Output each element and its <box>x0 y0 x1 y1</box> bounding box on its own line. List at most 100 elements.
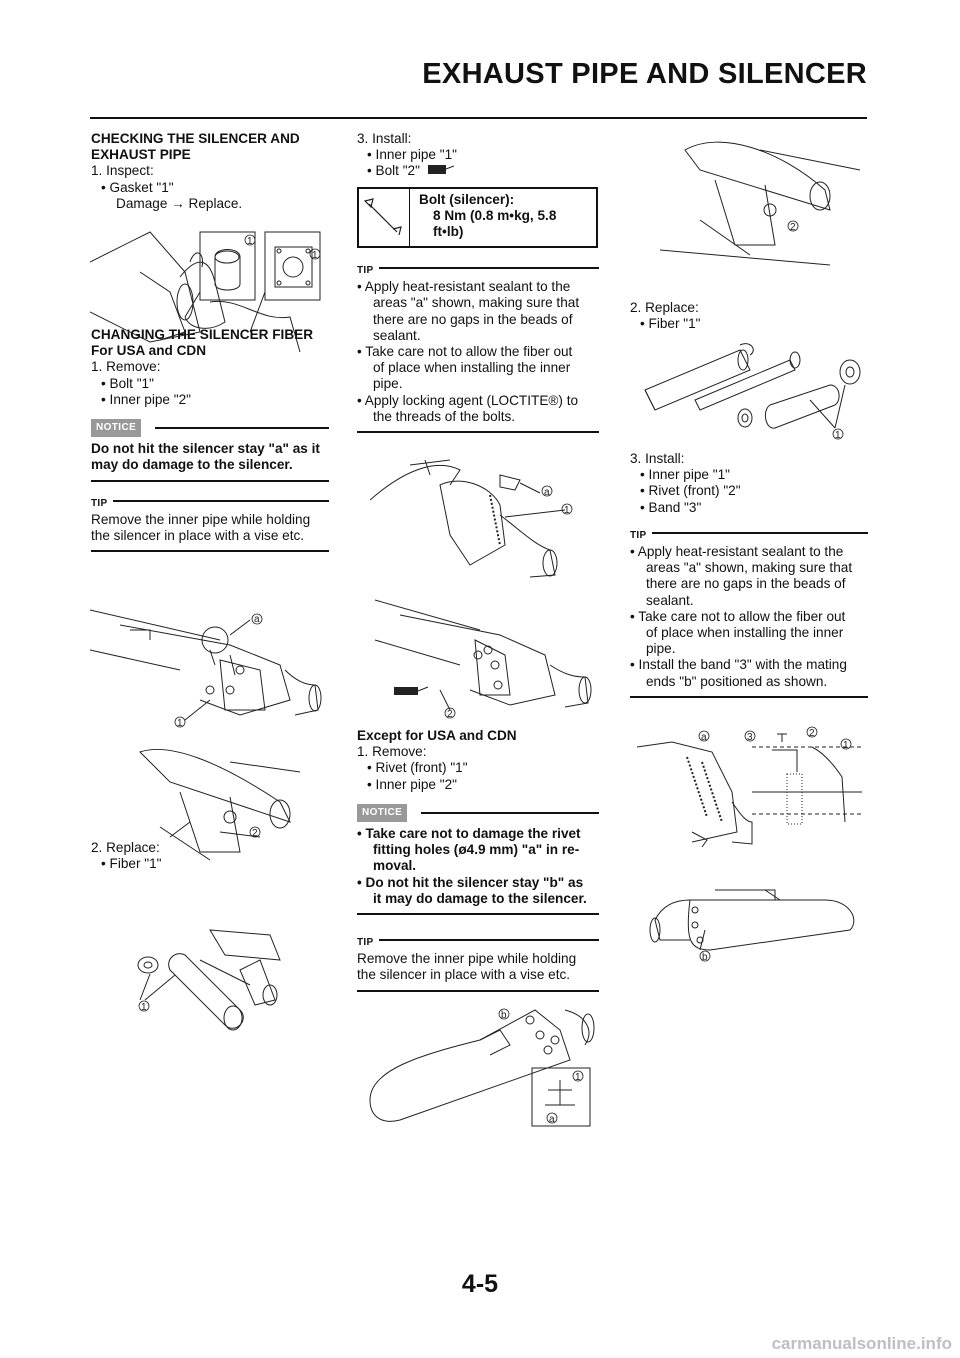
spec-label: Bolt (silencer): <box>419 192 515 207</box>
notice-text: Do not hit the silencer stay "a" as it <box>91 441 320 457</box>
callout-1: 1 <box>177 718 183 729</box>
callout-1: 1 <box>564 505 570 516</box>
tip-block: TIP <box>357 933 599 951</box>
notice-block: NOTICE <box>357 803 599 823</box>
notice-block: NOTICE <box>91 418 329 438</box>
header-rule <box>90 117 867 119</box>
notice-text: • Do not hit the silencer stay "b" as <box>357 874 584 890</box>
tip-text: Remove the inner pipe while holding <box>357 951 577 967</box>
tip-text: • Apply heat-resistant sealant to the <box>630 544 844 560</box>
section-heading-cont: EXHAUST PIPE <box>91 147 191 163</box>
tip-rule <box>379 267 599 269</box>
silencer-stay-illustration: a 1 <box>90 609 322 729</box>
notice-rule <box>155 427 329 430</box>
bullet-inner-pipe: • Inner pipe "2" <box>367 776 457 792</box>
section-heading: CHECKING THE SILENCER AND <box>91 131 300 146</box>
step-inspect: 1. Inspect: <box>91 163 154 179</box>
tip-text: sealant. <box>646 592 694 608</box>
callout-1: 1 <box>575 1072 581 1083</box>
tip-text: • Take care not to allow the fiber out <box>630 608 846 624</box>
bolt-icon <box>394 687 418 695</box>
torque-spec-box: Bolt (silencer): 8 Nm (0.8 m•kg, 5.8 ft•… <box>357 187 598 248</box>
tip-text: pipe. <box>646 641 676 657</box>
bullet-gasket: • Gasket "1" <box>101 179 174 195</box>
callout-1: 1 <box>141 1002 147 1013</box>
tip-tag: TIP <box>357 937 374 949</box>
bullet-bolt: • Bolt "2" <box>357 163 599 180</box>
bullet-inner-pipe: • Inner pipe "1" <box>367 147 457 163</box>
bullet-fiber: • Fiber "1" <box>640 316 701 332</box>
callout-1: 1 <box>312 250 318 261</box>
tip-end-rule <box>357 431 599 434</box>
notice-rule <box>421 811 599 814</box>
bullet-fiber: • Fiber "1" <box>101 856 162 872</box>
notice-tag: NOTICE <box>357 803 408 823</box>
band-mating-ends-illustration: b <box>649 889 855 963</box>
column-3-lower: 3. Install: • Inner pipe "1" • Rivet (fr… <box>630 451 868 698</box>
callout-2: 2 <box>447 709 453 720</box>
locking-agent-icon <box>427 164 454 180</box>
step-remove: 1. Remove: <box>91 359 161 375</box>
callout-b: b <box>702 952 708 963</box>
notice-text: fitting holes (ø4.9 mm) "a" in re- <box>373 842 580 858</box>
gasket-illustration: 1 1 <box>90 231 321 352</box>
step-remove: 1. Remove: <box>357 744 427 760</box>
column-1: CHECKING THE SILENCER AND EXHAUST PIPE 1… <box>91 131 329 873</box>
tip-text: • Apply heat-resistant sealant to the <box>357 279 571 295</box>
callout-a: a <box>544 487 550 498</box>
tip-text: the silencer in place with a vise etc. <box>357 967 571 983</box>
callout-2: 2 <box>790 222 796 233</box>
tip-text: areas "a" shown, making sure that <box>646 560 853 576</box>
callout-a: a <box>701 732 707 743</box>
step-replace: 2. Replace: <box>91 840 160 856</box>
callout-b: b <box>501 1010 507 1021</box>
fiber-parts-illustration: 1 <box>137 929 281 1031</box>
callout-1: 1 <box>843 740 849 751</box>
callout-a: a <box>549 1114 555 1125</box>
tip-text: Remove the inner pipe while holding <box>91 511 311 527</box>
rivet-silencer-illustration: b 1 a <box>369 1008 595 1127</box>
tip-rule <box>652 531 868 534</box>
tip-end-rule <box>91 550 329 553</box>
tip-text: the silencer in place with a vise etc. <box>91 528 305 544</box>
bullet-rivet: • Rivet (front) "1" <box>367 760 468 776</box>
silencer-vise-illustration: 2 <box>139 748 301 861</box>
bullet-inner-pipe: • Inner pipe "1" <box>640 467 730 483</box>
tip-text: the threads of the bolts. <box>373 408 516 424</box>
bullet-band: • Band "3" <box>640 499 702 515</box>
bullet-gasket-detail: Damage → Replace. <box>116 195 243 211</box>
tip-end-rule <box>357 989 599 992</box>
callout-3: 3 <box>747 732 753 743</box>
notice-text: it may do damage to the silencer. <box>373 890 587 906</box>
tip-end-rule <box>630 695 868 698</box>
silencer-vise-illustration: 2 <box>660 141 861 266</box>
torque-wrench-icon <box>359 189 410 246</box>
step-install: 3. Install: <box>357 131 412 146</box>
column-2-tip: TIP • Apply heat-resistant sealant to th… <box>357 261 599 434</box>
callout-1: 1 <box>835 430 841 441</box>
column-2-lower: Except for USA and CDN 1. Remove: • Rive… <box>357 728 599 992</box>
tip-text: areas "a" shown, making sure that <box>373 295 580 311</box>
bullet-inner-pipe: • Inner pipe "2" <box>101 391 191 407</box>
tip-text: • Install the band "3" with the mating <box>630 657 847 673</box>
tip-rule <box>379 939 599 942</box>
notice-text: may do damage to the silencer. <box>91 457 293 473</box>
callout-2: 2 <box>252 828 258 839</box>
tip-tag: TIP <box>91 497 108 509</box>
spec-value: 8 Nm (0.8 m•kg, 5.8 <box>433 208 557 224</box>
band-installation-illustration: a 3 2 1 <box>636 726 862 848</box>
sealant-silencer-illustration: a 1 <box>370 459 573 578</box>
notice-end-rule <box>357 913 599 916</box>
bullet-bolt: • Bolt "1" <box>101 375 154 391</box>
tip-text: there are no gaps in the beads of <box>373 311 573 327</box>
section-heading: CHANGING THE SILENCER FIBER <box>91 327 314 343</box>
tip-tag: TIP <box>357 265 374 276</box>
callout-a: a <box>254 614 260 625</box>
tip-tag: TIP <box>630 529 647 541</box>
tip-text: sealant. <box>373 327 421 343</box>
tip-text: pipe. <box>373 376 403 392</box>
spec-value-cont: ft•lb) <box>433 224 464 240</box>
notice-text: moval. <box>373 858 417 874</box>
callout-1: 1 <box>247 236 253 247</box>
tip-block: TIP <box>357 261 599 279</box>
